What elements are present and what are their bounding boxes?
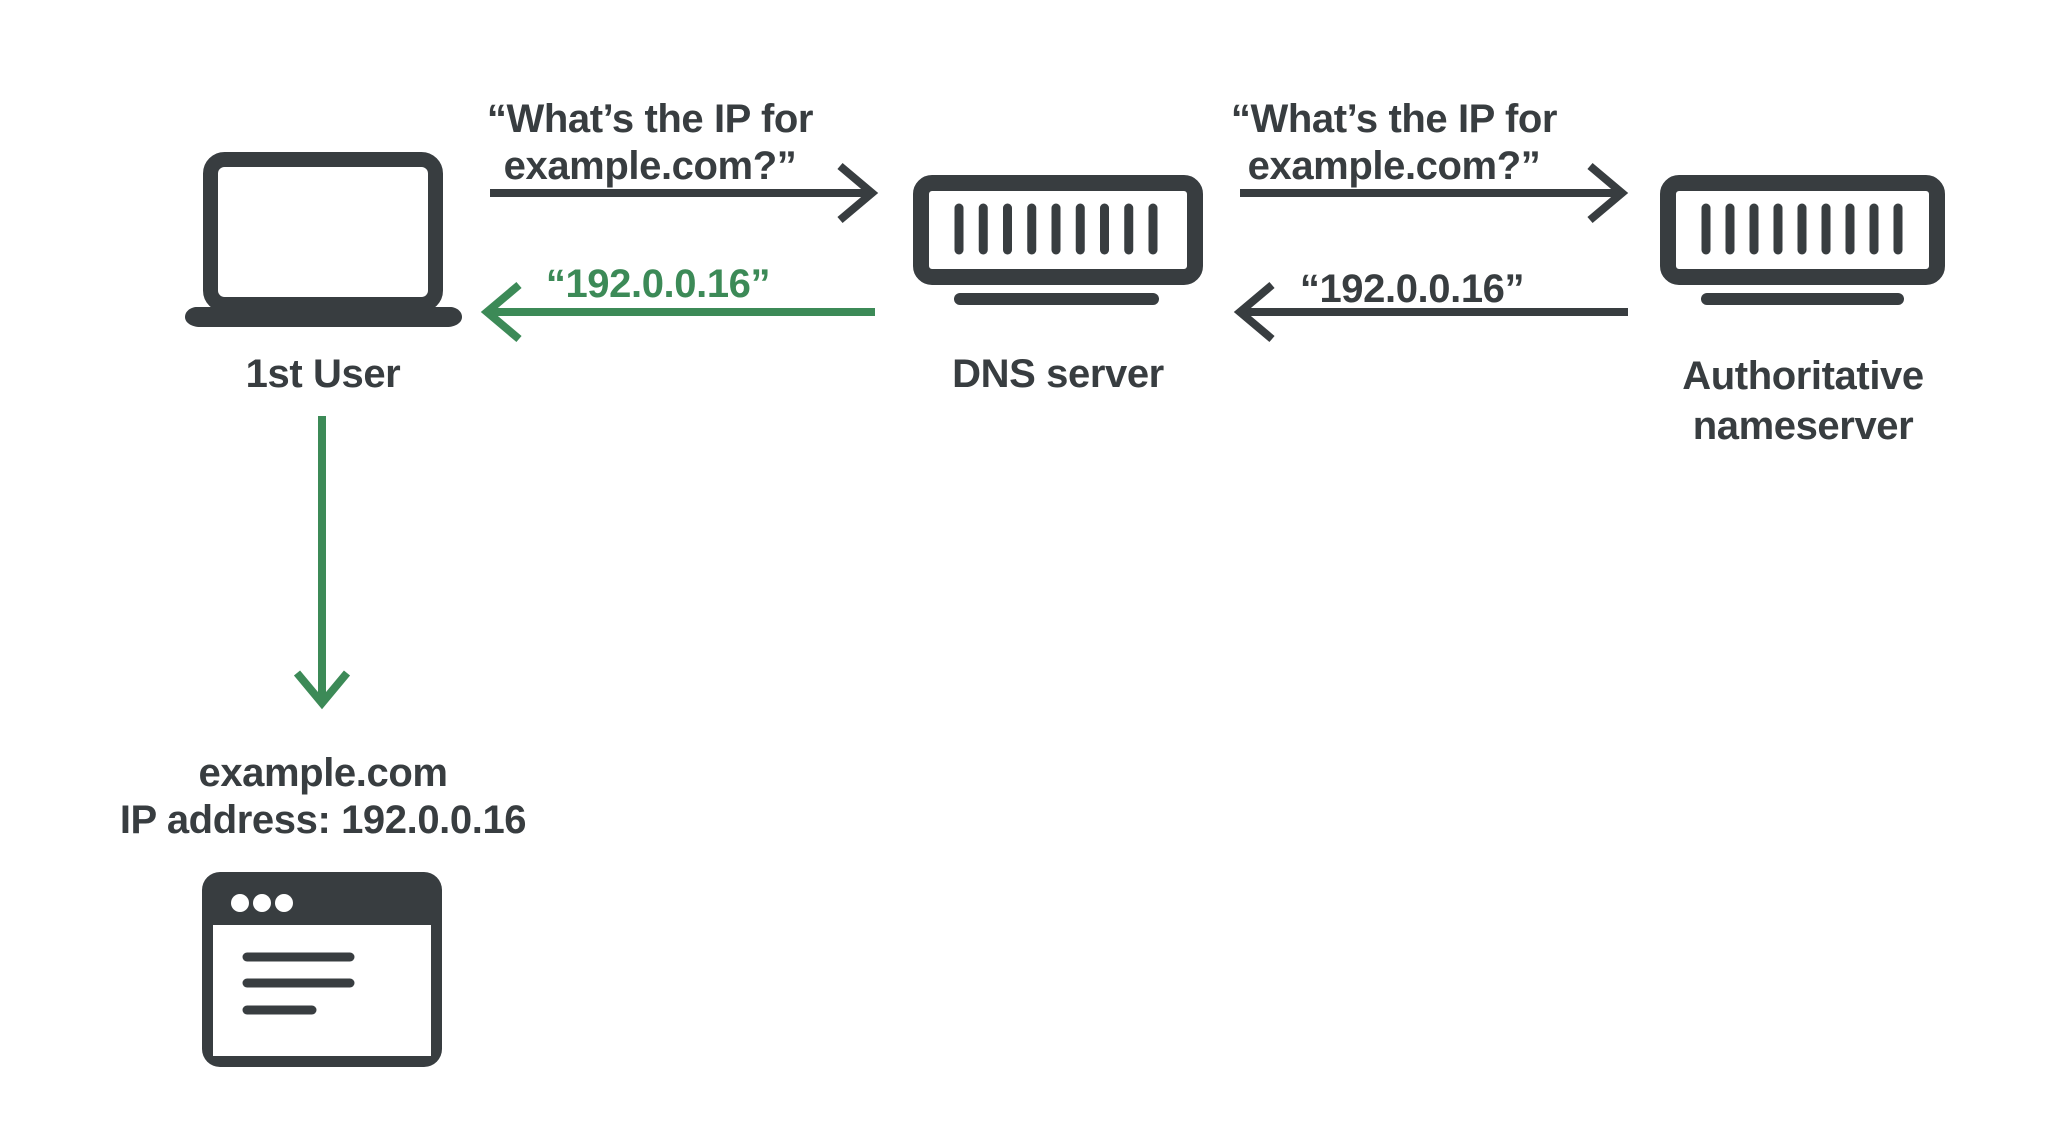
dns-server-icon xyxy=(913,175,1203,305)
response-auth-to-dns-text: “192.0.0.16” xyxy=(1299,267,1525,311)
arrow-query-user-to-dns xyxy=(490,162,879,224)
query-dns-to-auth-text: “What’s the IP for example.com?” xyxy=(1230,97,1558,188)
browser-window-icon xyxy=(202,872,442,1067)
nameserver-label: Authoritative nameserver xyxy=(1682,354,1924,448)
result-text: example.com IP address: 192.0.0.16 xyxy=(119,751,527,842)
arrow-response-auth-to-dns xyxy=(1233,281,1628,343)
arrow-response-dns-to-user xyxy=(480,281,875,343)
nameserver-icon xyxy=(1660,175,1945,305)
response-dns-to-user-text: “192.0.0.16” xyxy=(545,262,771,306)
query-user-to-dns-text: “What’s the IP for example.com?” xyxy=(486,97,814,188)
user-label: 1st User xyxy=(245,352,401,396)
dns-server-label: DNS server xyxy=(952,352,1164,396)
laptop-icon xyxy=(185,152,462,327)
arrow-query-dns-to-auth xyxy=(1240,162,1629,224)
arrow-user-to-result xyxy=(293,416,351,710)
